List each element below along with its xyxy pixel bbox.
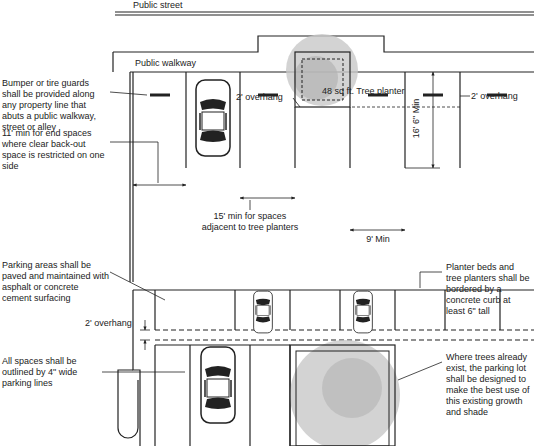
overhang-label: 2' overhang <box>85 318 141 329</box>
street-label: Public street <box>133 0 203 11</box>
end-space-note: 11' min for end spaces where clear back-… <box>2 128 110 172</box>
overhang-label: 2' overhang <box>471 91 531 102</box>
curb-note: Planter beds and tree planters shall be … <box>446 262 532 317</box>
overhang-label: 2' overhang <box>236 92 292 103</box>
bumper-note: Bumper or tire guards shall be provided … <box>2 78 110 133</box>
line-note: All spaces shall be outlined by 4" wide … <box>2 356 102 389</box>
depth-dimension: 16' 6" Min <box>411 95 422 143</box>
tree-note: Where trees already exist, the parking l… <box>446 352 532 418</box>
width-dimension: 9' Min <box>352 234 404 245</box>
planter-space-note: 15' min for spaces adjacent to tree plan… <box>200 211 300 233</box>
walkway-label: Public walkway <box>135 58 225 69</box>
paving-note: Parking areas shall be paved and maintai… <box>2 260 110 304</box>
planter-label: 48 sq ft. Tree planter <box>322 86 422 97</box>
